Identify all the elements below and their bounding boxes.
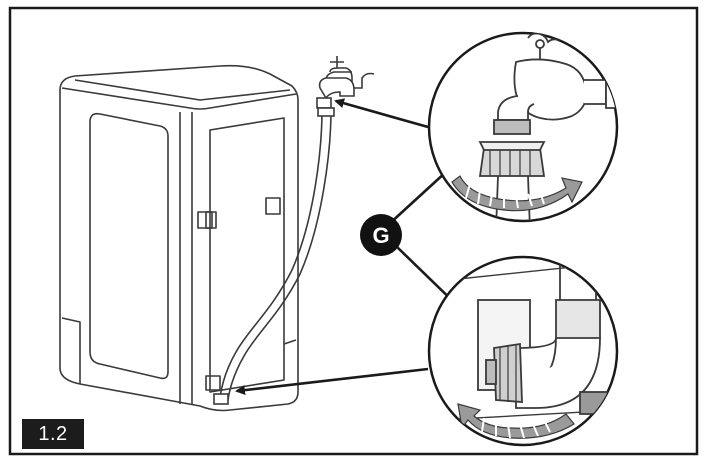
arrow-to-machine-inlet [235,367,429,396]
figure-frame [8,6,699,456]
magnified-view-tap [427,31,619,223]
washing-machine [59,64,299,412]
tighten-rotation-arrow [451,175,583,212]
magnified-view-machine-inlet [427,255,619,447]
arrow-to-tap [334,98,429,129]
inlet-hose [213,107,335,405]
figure-number: 1.2 [22,419,84,449]
callout-g: G [360,214,402,256]
water-tap [316,56,375,109]
tighten-rotation-arrow-lower [457,403,575,439]
callout-g-label: G [372,223,389,248]
